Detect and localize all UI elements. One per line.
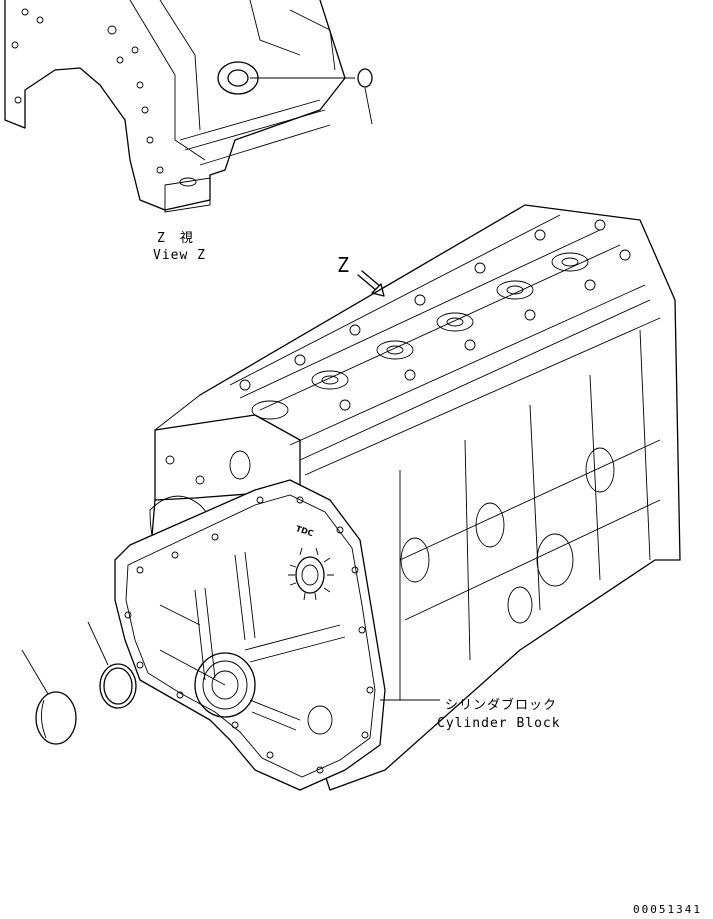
front-oil-seal xyxy=(87,621,137,709)
seal-leader-line xyxy=(159,649,226,686)
view-z-seal-ring xyxy=(357,68,373,88)
view-z-detail xyxy=(4,0,373,213)
drawing-number: 00051341 xyxy=(633,903,702,916)
seal-cap xyxy=(21,649,77,745)
view-z-arrow xyxy=(357,270,385,297)
part-label-jp: シリンダブロック xyxy=(445,698,558,713)
view-z-label-en: View Z xyxy=(153,248,206,263)
view-z-marker: Z xyxy=(337,253,351,277)
valve-bosses xyxy=(239,219,631,420)
view-z-label-jp: Z 視 xyxy=(157,231,194,246)
front-cover: TDC xyxy=(114,479,386,791)
part-label-en: Cylinder Block xyxy=(437,716,561,731)
